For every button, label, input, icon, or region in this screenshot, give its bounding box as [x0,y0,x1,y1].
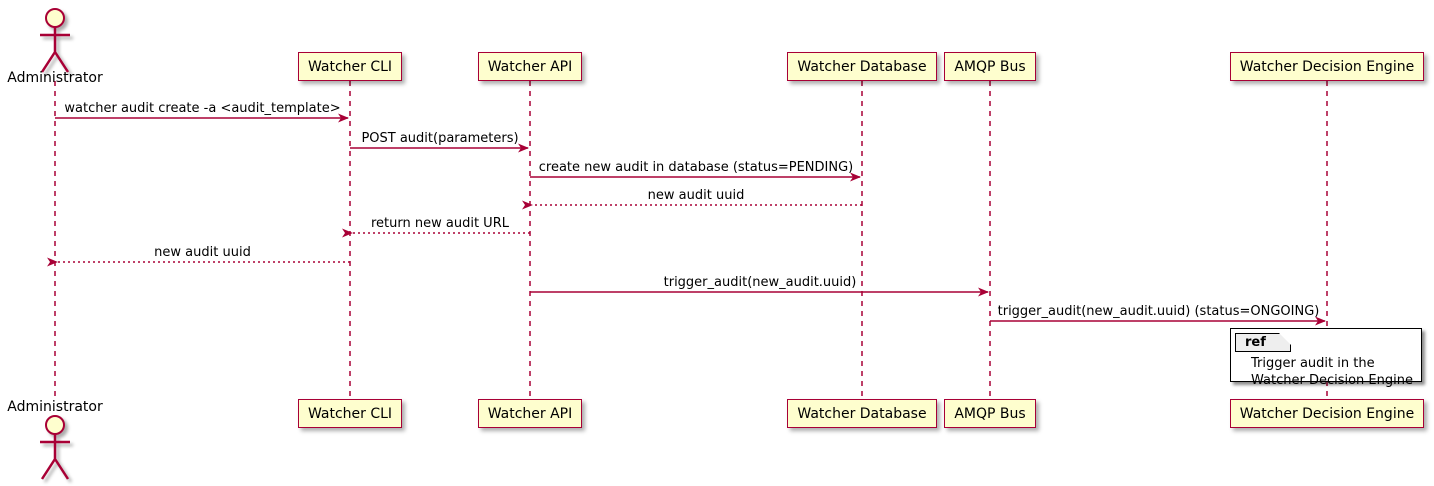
message-label-6: trigger_audit(new_audit.uuid) [663,275,857,290]
message-label-0: watcher audit create -a <audit_template> [64,101,341,116]
participant-box-amqp-bus-bottom[interactable]: AMQP Bus [944,399,1036,428]
actor-label-administrator: Administrator [7,70,103,86]
participant-box-watcher-database-top[interactable]: Watcher Database [787,52,937,81]
participant-box-watcher-decision-engine-bottom[interactable]: Watcher Decision Engine [1229,399,1425,428]
message-arrows-group [47,113,1326,326]
ref-body-text: Trigger audit in the Watcher Decision En… [1251,356,1413,388]
message-label-4: return new audit URL [371,216,509,231]
actor-figure-administrator [40,8,70,73]
message-label-5: new audit uuid [154,245,251,260]
participant-box-watcher-api-top[interactable]: Watcher API [477,52,583,81]
participant-box-watcher-decision-engine-top[interactable]: Watcher Decision Engine [1229,52,1425,81]
participant-box-watcher-api-bottom[interactable]: Watcher API [477,399,583,428]
participant-box-watcher-cli-top[interactable]: Watcher CLI [297,52,403,81]
participant-box-watcher-cli-bottom[interactable]: Watcher CLI [297,399,403,428]
message-label-7: trigger_audit(new_audit.uuid) (status=ON… [997,304,1320,319]
participant-box-watcher-database-bottom[interactable]: Watcher Database [787,399,937,428]
actor-label-administrator: Administrator [7,399,103,415]
message-label-1: POST audit(parameters) [361,131,519,146]
message-label-2: create new audit in database (status=PEN… [538,160,854,175]
actor-figures-group [40,8,70,480]
ref-keyword-label: ref [1245,335,1266,350]
message-label-3: new audit uuid [647,188,745,203]
actor-figure-administrator [40,415,70,480]
ref-fragment: ref Trigger audit in the Watcher Decisio… [1230,328,1422,388]
participant-box-amqp-bus-top[interactable]: AMQP Bus [944,52,1036,81]
lifelines-group [54,81,1328,399]
